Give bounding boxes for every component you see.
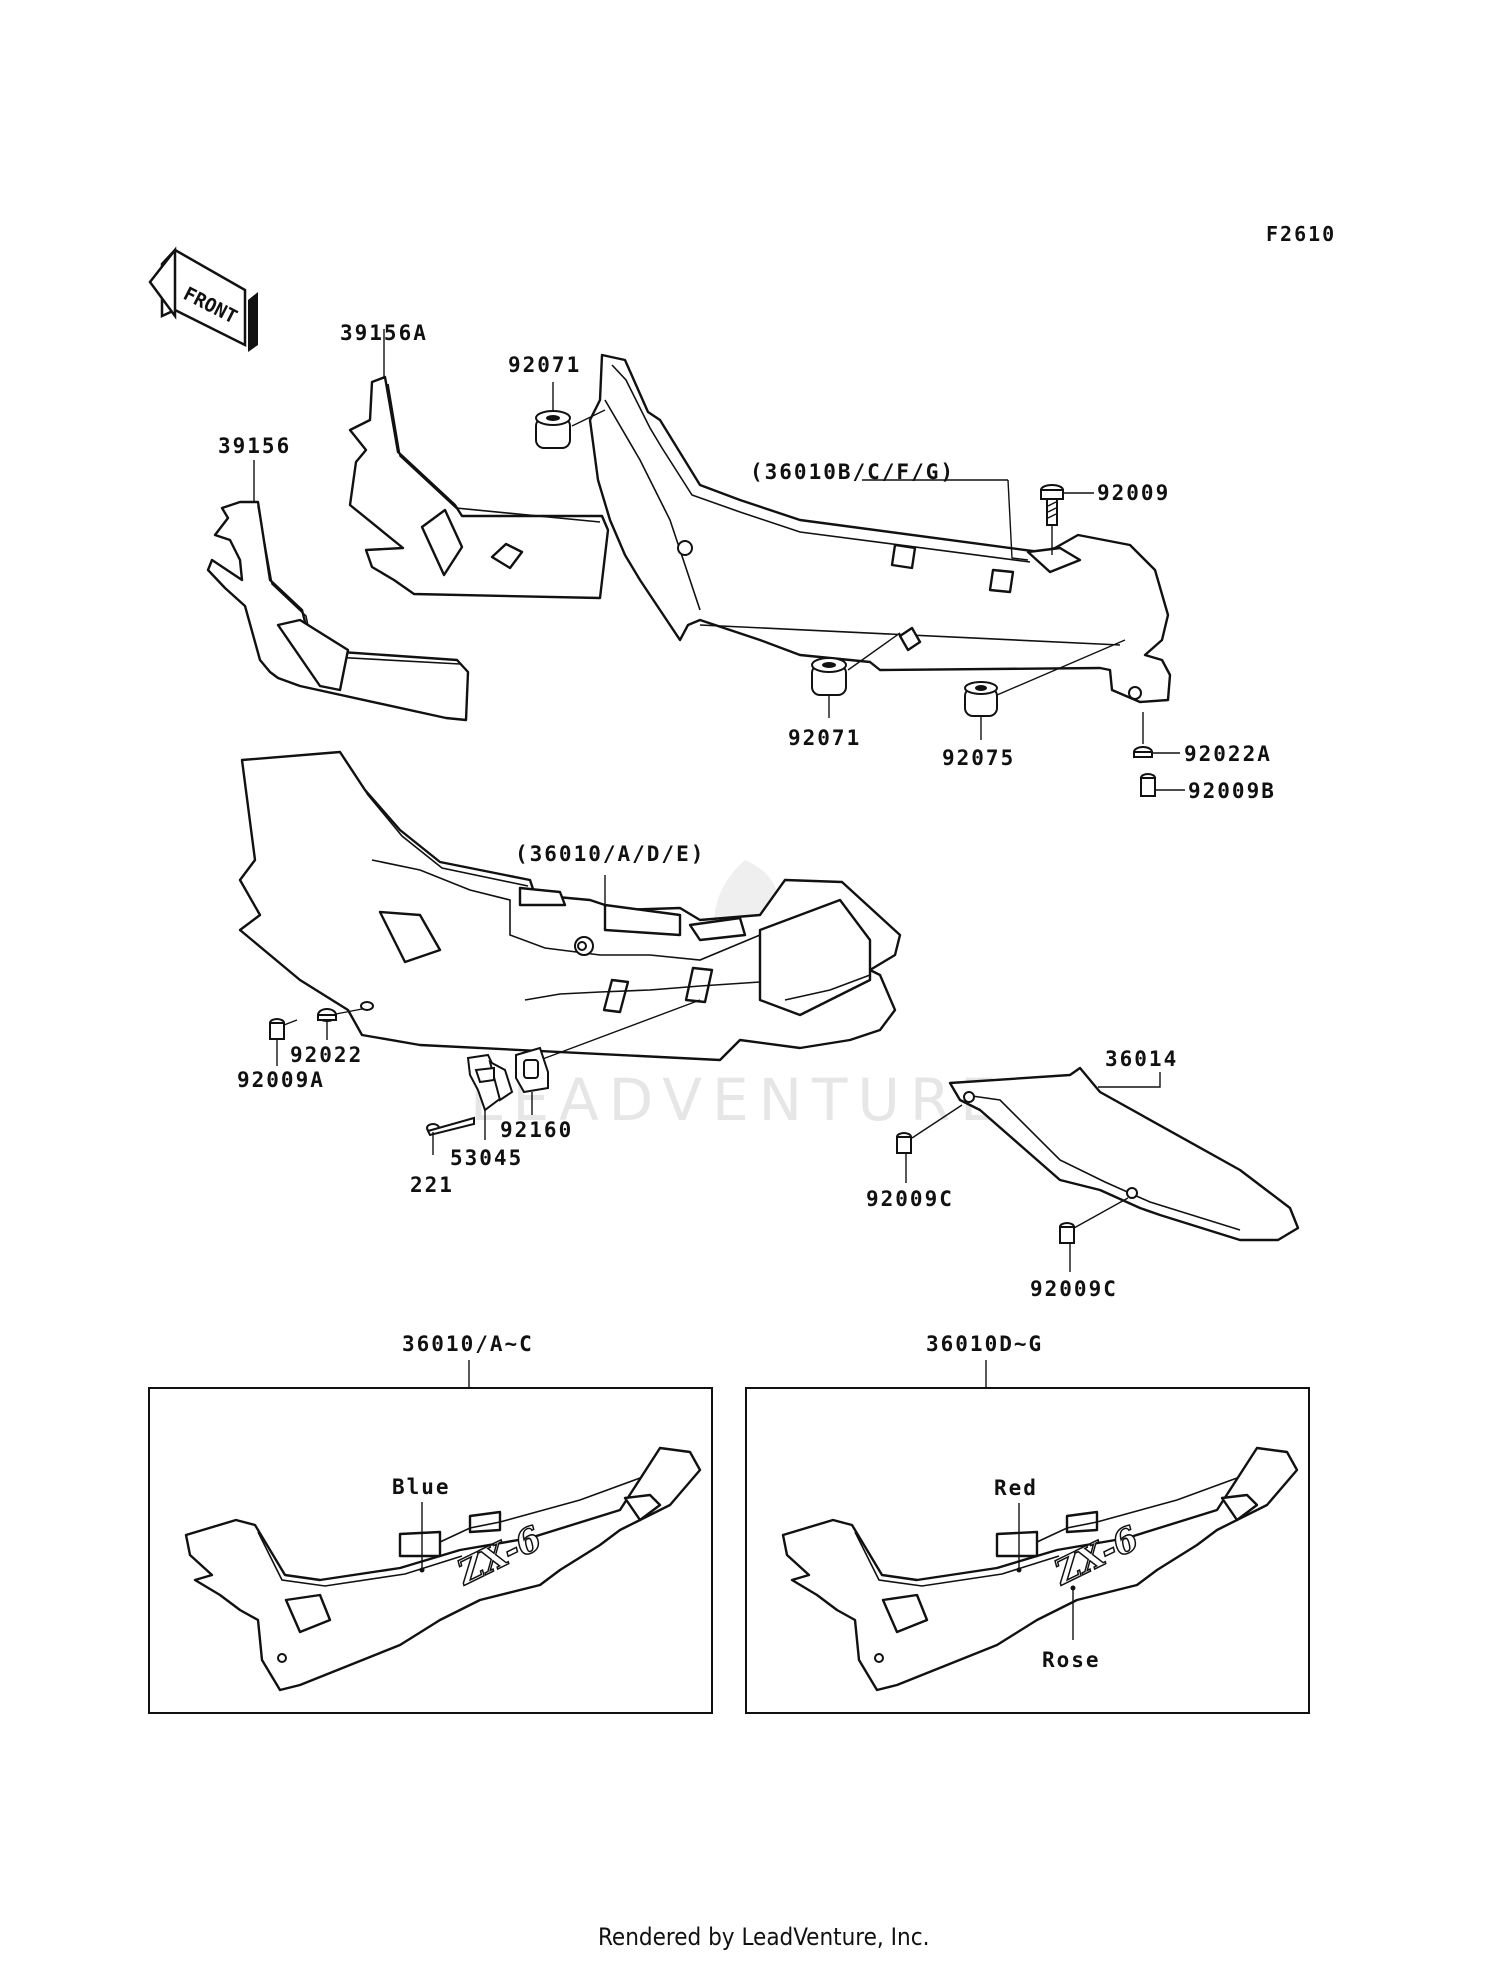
color-label-blue: Blue [392,1475,451,1499]
watermark-text: LEADVENTURE [470,1066,1007,1134]
callout-36010bcfg: (36010B/C/F/G) [750,460,955,484]
figure-code: F2610 [1266,222,1336,246]
callout-221: 221 [410,1173,454,1197]
fairing-illustration-red-rose: ZX-6 [781,1446,1299,1692]
callout-92009: 92009 [1097,481,1170,505]
bolt-92009c-lower [1059,1197,1129,1272]
front-arrow-icon: FRONT [148,246,258,352]
variant-box-2-title: 36010D~G [926,1332,1043,1356]
screw-221 [426,1116,475,1155]
callout-92160: 92160 [500,1118,573,1142]
bolt-92009c-upper [896,1104,963,1183]
upper-fairing-36010bcfg [588,353,1172,704]
variant-box-36010d-g: 36010D~G ZX-6 Red Rose [745,1332,1310,1714]
color-label-red: Red [994,1476,1038,1500]
clip-92160 [515,1046,549,1115]
callout-92022: 92022 [290,1043,363,1067]
frame-cover-39156 [206,460,470,722]
callout-92075: 92075 [942,746,1015,770]
callout-36010ade: (36010/A/D/E) [515,842,705,866]
footer-credit: Rendered by LeadVenture, Inc. [598,1923,929,1951]
callout-92009c-lower: 92009C [1030,1277,1118,1301]
callout-39156: 39156 [218,434,291,458]
callout-92071-lower: 92071 [788,726,861,750]
callout-92009b: 92009B [1188,779,1276,803]
callout-92009c-upper: 92009C [866,1187,954,1211]
washer-92022 [317,1008,363,1040]
side-cover-36014 [948,1066,1300,1242]
grommet-92075 [964,639,1126,740]
bracket-53045 [466,1053,514,1140]
callout-36014: 36014 [1105,1047,1178,1071]
callout-92009a: 92009A [237,1068,325,1092]
callout-53045: 53045 [450,1146,523,1170]
variant-box-36010-a-c: 36010/A~C ZX-6 Blue [148,1332,713,1714]
lower-fairing-36010ade [238,750,902,1062]
grommet-92071-lower [811,632,901,718]
grommet-92071-upper [535,382,606,449]
frame-cover-39156a [348,329,610,600]
callout-39156a: 39156A [340,321,428,345]
washer-92022a [1133,712,1180,758]
callout-92022a: 92022A [1184,742,1272,766]
bolt-92009a [269,1018,298,1066]
callout-92071-upper: 92071 [508,353,581,377]
variant-box-1-title: 36010/A~C [402,1332,534,1356]
color-label-rose: Rose [1042,1648,1101,1672]
bolt-92009 [1040,484,1094,555]
bolt-92009b [1140,773,1185,797]
